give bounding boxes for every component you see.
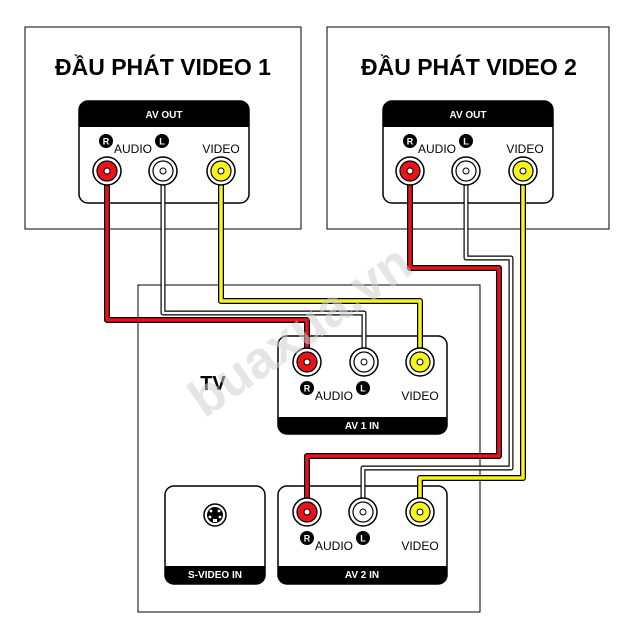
av1-video-jack[interactable]: [405, 347, 435, 377]
svg-text:R: R: [407, 137, 414, 147]
tv-title: TV: [200, 373, 226, 395]
av1-audio-label: AUDIO: [315, 389, 353, 403]
svg-text:R: R: [103, 137, 110, 147]
tv-av1-in-panel: AV 1 IN R AUDIO L VIDEO: [277, 335, 448, 435]
player1-left-jack[interactable]: [148, 156, 178, 186]
player1-right-badge: [99, 134, 113, 148]
svideo-port-icon: [203, 503, 227, 527]
av2-right-badge: [300, 531, 314, 545]
player1-right-jack[interactable]: [92, 156, 122, 186]
svg-text:L: L: [159, 137, 165, 147]
cable-player1-left: [160, 169, 367, 365]
player2-audio-label: AUDIO: [418, 142, 456, 156]
svg-text:R: R: [304, 384, 311, 394]
player1-video-label: VIDEO: [202, 142, 239, 156]
player2-right-jack[interactable]: [395, 156, 425, 186]
player2-title: ĐẦU PHÁT VIDEO 2: [361, 53, 577, 80]
player2-video-jack[interactable]: [508, 156, 538, 186]
svg-text:L: L: [360, 384, 366, 394]
player1-video-jack[interactable]: [206, 156, 236, 186]
player2-av-out-panel: AV OUT R AUDIO L VIDEO: [382, 100, 554, 204]
av2-video-label: VIDEO: [401, 539, 438, 553]
player2-av-out-label: AV OUT: [449, 110, 486, 121]
player1-left-badge: [155, 134, 169, 148]
av1-left-jack[interactable]: [349, 347, 379, 377]
svideo-in-label: S-VIDEO IN: [188, 570, 242, 581]
cable-player1-right: [104, 169, 310, 365]
cable-player2-video: [417, 169, 526, 515]
player2-left-jack[interactable]: [451, 156, 481, 186]
tv-svideo-in-panel: S-VIDEO IN: [164, 485, 266, 585]
av1-right-badge: [300, 381, 314, 395]
player2-left-badge: [459, 134, 473, 148]
av2-in-label: AV 2 IN: [345, 570, 379, 581]
cable-player2-left: [360, 169, 514, 515]
av2-left-badge: [356, 531, 370, 545]
player2-video-label: VIDEO: [506, 142, 543, 156]
cable-player2-right: [304, 169, 502, 515]
cable-player1-video: [218, 169, 423, 365]
av2-right-jack[interactable]: [292, 497, 322, 527]
av2-audio-label: AUDIO: [315, 539, 353, 553]
svg-text:R: R: [304, 534, 311, 544]
player1-av-out-label: AV OUT: [145, 110, 182, 121]
av2-left-jack[interactable]: [348, 497, 378, 527]
av2-video-jack[interactable]: [405, 497, 435, 527]
player1-audio-label: AUDIO: [114, 142, 152, 156]
player2-right-badge: [403, 134, 417, 148]
av1-video-label: VIDEO: [401, 389, 438, 403]
av1-in-label: AV 1 IN: [345, 421, 379, 432]
av1-right-jack[interactable]: [292, 347, 322, 377]
svg-text:L: L: [360, 534, 366, 544]
tv-av2-in-panel: AV 2 IN R AUDIO L VIDEO: [277, 485, 448, 585]
av1-left-badge: [356, 381, 370, 395]
player1-title: ĐẦU PHÁT VIDEO 1: [55, 53, 271, 80]
svg-text:L: L: [463, 137, 469, 147]
